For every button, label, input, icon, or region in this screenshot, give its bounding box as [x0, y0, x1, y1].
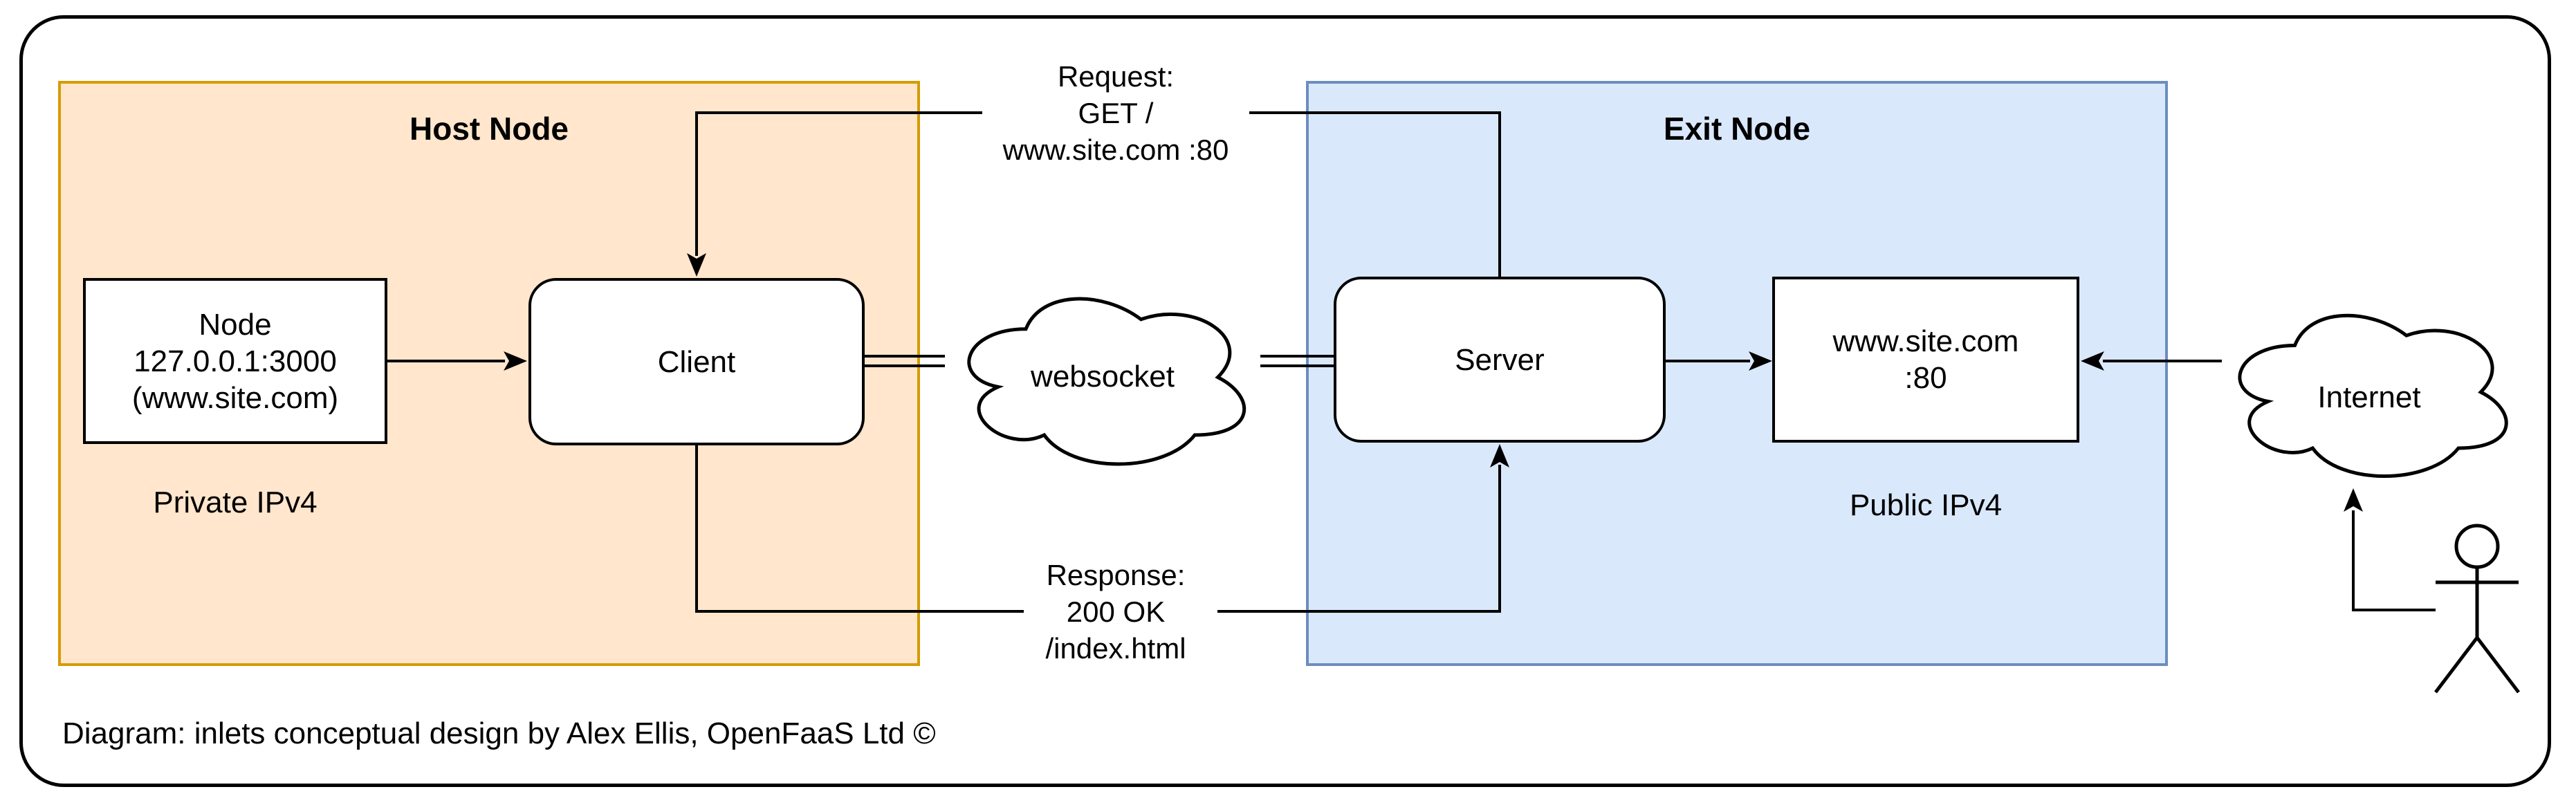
public-ipv4-label: Public IPv4 [1849, 488, 2003, 522]
request-label-line: GET / [1078, 97, 1154, 129]
response-label-line: /index.html [1045, 632, 1186, 665]
host-node-title: Host Node [410, 111, 569, 147]
response-label: Response: 200 OK /index.html [977, 557, 1254, 667]
diagram-caption: Diagram: inlets conceptual design by Ale… [62, 716, 936, 750]
node-box-line: 127.0.0.1:3000 [134, 344, 337, 378]
client-label: Client [657, 344, 736, 379]
client-box: Client [528, 278, 865, 445]
node-box-line: (www.site.com) [131, 380, 339, 415]
internet-cloud-label: Internet [2317, 380, 2421, 414]
node-box: Node 127.0.0.1:3000 (www.site.com) [83, 278, 387, 444]
site-box-line: www.site.com [1832, 324, 2019, 358]
server-box: Server [1334, 277, 1666, 443]
request-label-line: Request: [1057, 60, 1175, 93]
exit-node-title: Exit Node [1663, 111, 1811, 147]
response-label-line: Response: [1046, 559, 1186, 591]
websocket-cloud-label: websocket [1031, 360, 1175, 394]
response-label-line: 200 OK [1066, 595, 1166, 628]
site-box-line: :80 [1904, 361, 1947, 395]
request-label: Request: GET / www.site.com :80 [977, 58, 1254, 168]
site-box: www.site.com :80 [1772, 277, 2079, 443]
request-label-line: www.site.com :80 [1002, 133, 1229, 166]
private-ipv4-label: Private IPv4 [153, 485, 318, 519]
outer-border [19, 15, 2551, 787]
server-label: Server [1455, 342, 1545, 377]
node-box-line: Node [199, 307, 272, 342]
